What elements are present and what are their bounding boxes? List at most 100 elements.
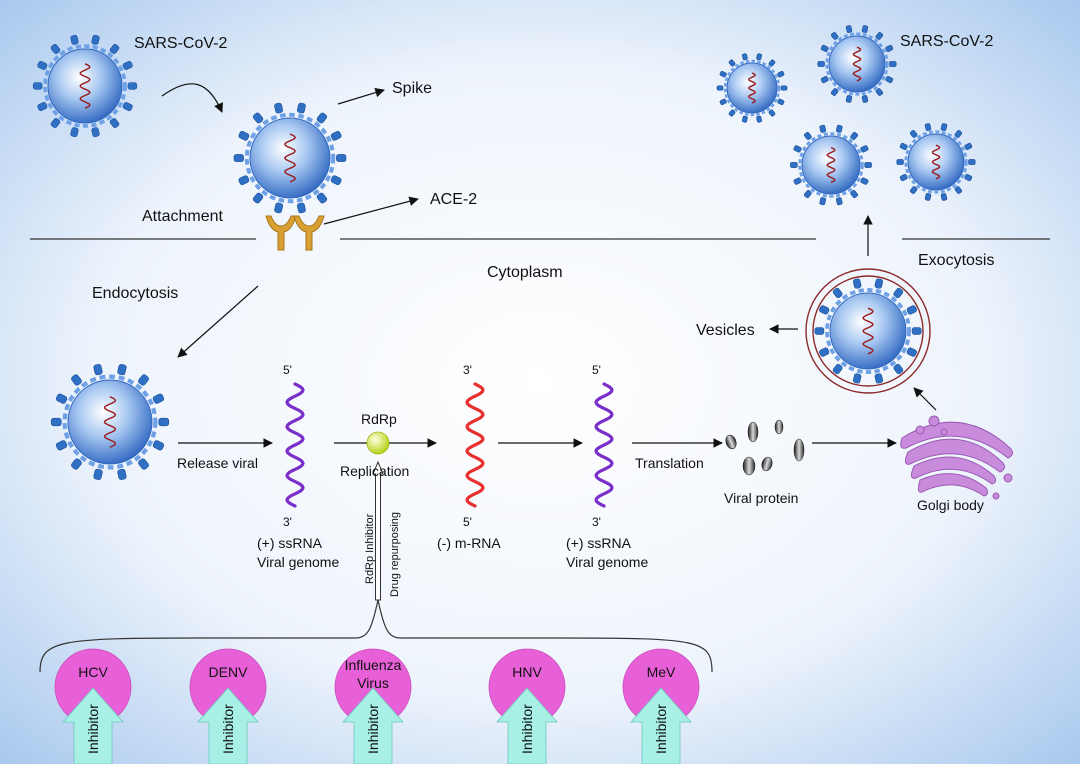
spike-protein (50, 417, 62, 427)
viral-rna (931, 144, 941, 180)
rna-caption-line2: Viral genome (257, 554, 339, 570)
spike-protein (845, 95, 853, 103)
virus-name-line2: Virus (357, 675, 389, 691)
inhibitor-label: Inhibitor (519, 704, 535, 754)
viral-envelope (825, 288, 911, 374)
spike-protein (117, 468, 127, 480)
spike-protein (719, 98, 727, 106)
spike-protein (899, 174, 908, 182)
rna-helix (594, 382, 614, 508)
spike-protein (238, 130, 250, 141)
viral-capsid (249, 117, 331, 199)
spike-protein (790, 162, 798, 168)
spike-protein (911, 327, 922, 335)
spike-protein (37, 60, 48, 70)
viral-envelope (904, 130, 968, 194)
ace2-receptor (265, 215, 325, 251)
spike-protein (71, 458, 82, 470)
spike-protein (954, 186, 963, 194)
viral-capsid (726, 62, 778, 114)
viral-envelope (43, 44, 127, 128)
spike-protein (909, 186, 918, 194)
spike-protein (906, 347, 917, 357)
spike-protein (93, 468, 103, 480)
spike-protein (940, 123, 948, 131)
rna-strand-group: 3'5'(-) m-RNA (437, 363, 501, 551)
viral-rna (826, 146, 836, 184)
spike-protein (861, 25, 869, 33)
replication-label: Replication (340, 463, 409, 479)
spike-protein (138, 458, 149, 470)
virus-name-line1: Influenza (345, 657, 402, 673)
virus-name: DENV (209, 664, 249, 680)
spike-protein (819, 305, 830, 315)
spike-protein (954, 130, 963, 138)
spike-protein (316, 112, 328, 124)
spike-protein (817, 61, 825, 67)
rdrp-inhibitor-label: RdRp Inhibitor (364, 513, 376, 584)
viral-rna (748, 72, 757, 104)
spike-protein (875, 88, 884, 96)
virus-in-vesicle (814, 278, 922, 384)
spike-protein (819, 197, 827, 206)
viral-protein-shape (742, 456, 756, 476)
spike-protein (889, 61, 897, 67)
drug-repurposing-label: Drug repurposing (389, 512, 401, 597)
rdrp-label: RdRp (361, 411, 397, 427)
spike-protein (896, 159, 904, 165)
virus-name: HNV (512, 664, 542, 680)
virus-released-2 (817, 25, 897, 103)
viral-capsid (907, 133, 965, 191)
viral-protein-shape (793, 438, 805, 462)
spike-protein (814, 327, 825, 335)
spike-protein (864, 162, 872, 168)
spike-protein (830, 32, 839, 40)
viral-protein-shape (725, 434, 737, 450)
inhibitor-arrow-shape (342, 687, 404, 764)
spike-protein (964, 142, 973, 150)
spike-protein (252, 192, 264, 204)
spike-protein (336, 154, 347, 162)
attachment-curved-arrow (161, 83, 223, 113)
spike-protein (909, 130, 918, 138)
spike-protein (893, 287, 904, 299)
spike-protein (127, 82, 138, 90)
spike-protein (893, 363, 904, 375)
spike-protein (940, 193, 948, 201)
rna-caption-line1: (-) m-RNA (437, 535, 501, 551)
viral-protein-cluster (725, 419, 805, 476)
rna-end-bottom-label: 3' (592, 515, 601, 529)
inhibitor-arrow-shape (197, 687, 259, 764)
spike-protein (832, 287, 843, 299)
rna-end-top-label: 5' (283, 363, 292, 377)
rdrp-enzyme (366, 431, 390, 455)
golgi-body-label: Golgi body (917, 497, 984, 513)
spike-protein (852, 373, 862, 384)
spike-protein (37, 102, 48, 112)
viral-capsid (829, 292, 907, 370)
spike-protein (845, 25, 853, 33)
rna-caption-line1: (+) ssRNA (257, 535, 323, 551)
viral-protein-label: Viral protein (724, 490, 798, 506)
viral-capsid (828, 35, 886, 93)
virus-endocytosed (50, 364, 170, 480)
viral-rna (79, 63, 91, 109)
inhibitor-label: Inhibitor (85, 704, 101, 754)
spike-protein (874, 373, 884, 384)
rna-end-top-label: 3' (463, 363, 472, 377)
endocytosis-label: Endocytosis (92, 285, 178, 302)
spike-protein (804, 132, 812, 140)
viral-protein-shape (774, 419, 784, 435)
spike-protein (55, 440, 68, 451)
spike-protein (274, 102, 284, 114)
spike-protein (296, 102, 306, 114)
exocytosis-label: Exocytosis (918, 252, 994, 269)
spike-protein (830, 88, 839, 96)
spike-protein (50, 44, 61, 54)
